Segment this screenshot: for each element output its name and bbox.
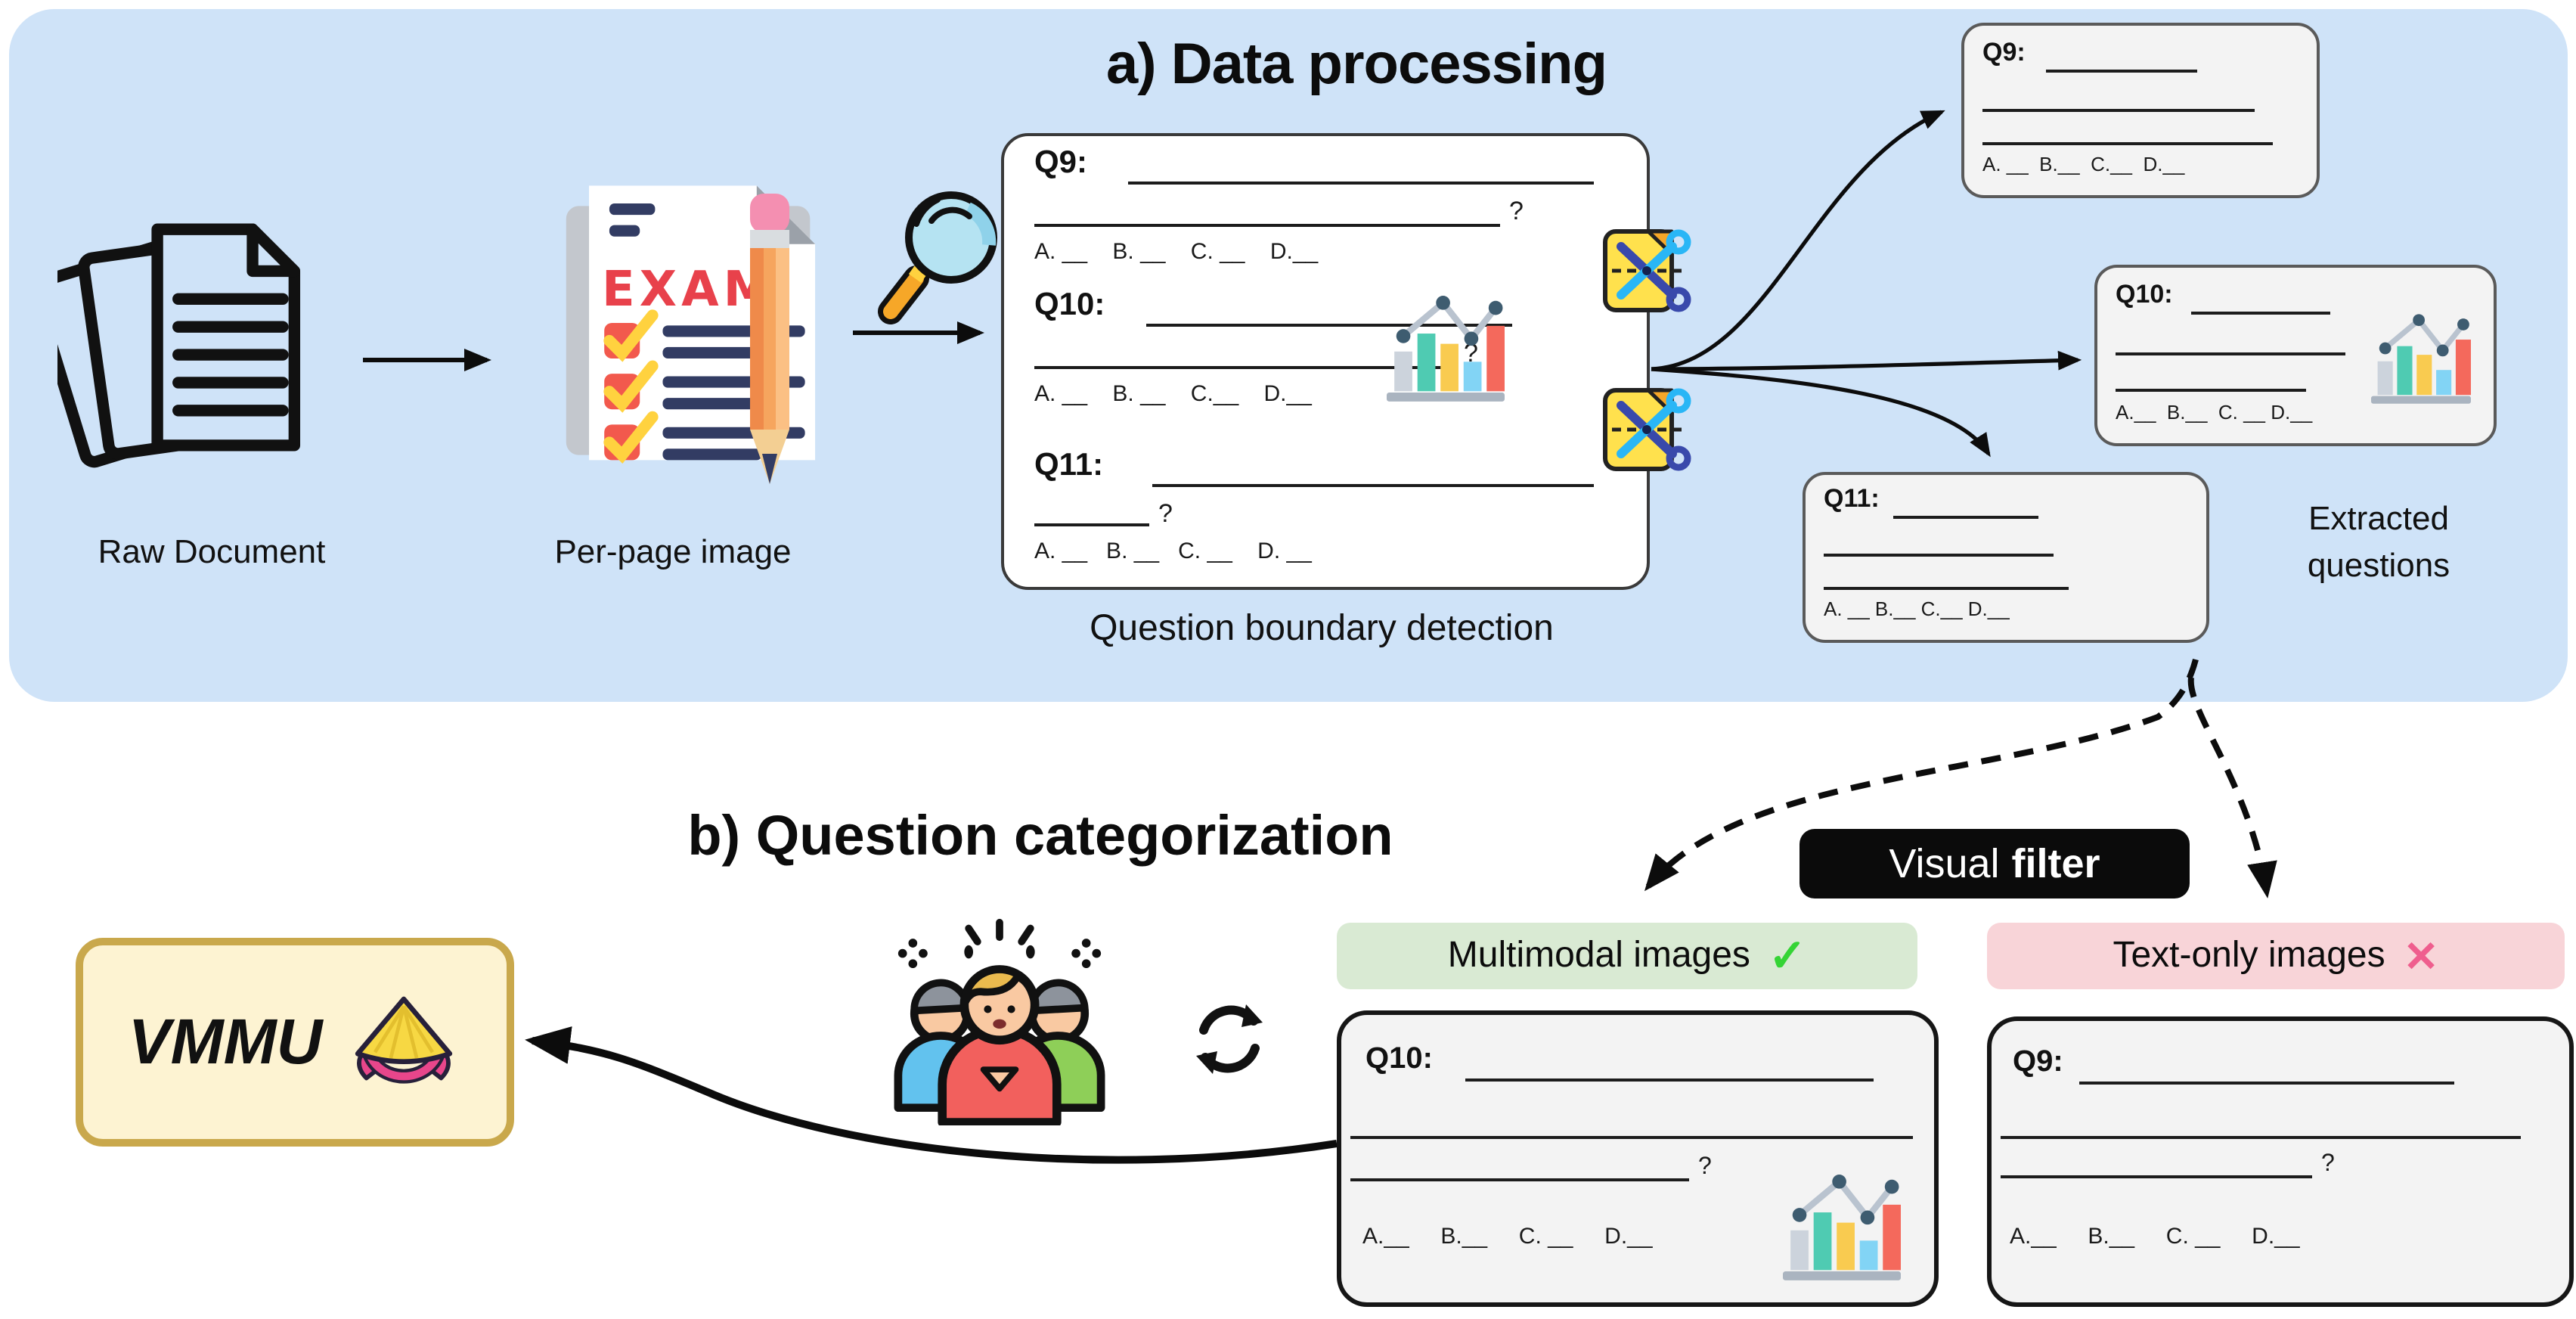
q10-label: Q10: — [1034, 287, 1105, 322]
pencil-icon — [750, 194, 789, 484]
blank-line — [1465, 1078, 1874, 1082]
raw-document-icon — [57, 223, 301, 468]
dashed-arrow-to-textonly — [2187, 677, 2277, 898]
extracted-caption: Extracted questions — [2307, 499, 2450, 584]
arrow-to-q11-extract — [1651, 367, 1991, 458]
cross-icon: ✕ — [2403, 933, 2439, 979]
extracted-q9-label: Q9: — [1982, 38, 2026, 67]
question-mark: ? — [1158, 499, 1173, 528]
question-mark: ? — [2321, 1151, 2335, 1177]
blank-line — [1893, 516, 2038, 519]
magnifier-icon — [878, 191, 997, 324]
extracted-q10-label: Q10: — [2116, 280, 2173, 309]
arrow-to-vmmu — [525, 1026, 1338, 1164]
textonly-q9-box: Q9: ? A.__ B.__ C. __ D.__ — [1987, 1016, 2574, 1307]
raw-document-label: Raw Document — [98, 532, 326, 570]
section-a-title: a) Data processing — [1106, 33, 1607, 97]
extracted-q11-box: Q11: A. __ B.__ C.__ D.__ — [1803, 472, 2209, 643]
q10-options: A. __ B. __ C.__ D.__ — [1034, 381, 1312, 407]
textonly-label: Text-only images — [2113, 935, 2385, 976]
dashed-arrow-to-multimodal — [1644, 658, 2199, 892]
bottom-q10-options: A.__ B.__ C. __ D.__ — [1362, 1224, 1653, 1249]
exam-icon-text: EXAM — [602, 260, 777, 318]
blank-line — [1034, 523, 1149, 526]
check-icon: ✓ — [1768, 931, 1807, 981]
per-page-label: Per-page image — [554, 532, 792, 570]
chart-icon — [1777, 1166, 1907, 1284]
conical-hat-icon — [355, 996, 453, 1084]
blank-line — [1034, 224, 1500, 227]
extracted-q11-label: Q11: — [1824, 484, 1880, 513]
scissors-cut-icon — [1603, 227, 1694, 315]
multimodal-q10-box: Q10: ? A.__ B.__ C. __ D.__ — [1337, 1010, 1939, 1307]
extracted-q10-options: A.__ B.__ C. __ D.__ — [2116, 401, 2313, 424]
q11-options: A. __ B. __ C. __ D. __ — [1034, 538, 1312, 564]
blank-line — [1982, 109, 2255, 112]
vmmu-label: VMMU — [128, 1006, 323, 1077]
extracted-q10-box: Q10: A.__ B.__ C. __ D.__ — [2094, 265, 2497, 446]
question-mark: ? — [1698, 1154, 1712, 1180]
blank-line — [2116, 352, 2345, 355]
blank-line — [2116, 389, 2306, 392]
textonly-header: Text-only images ✕ — [1987, 923, 2565, 989]
blank-line — [1982, 142, 2273, 145]
multimodal-header: Multimodal images ✓ — [1337, 923, 1917, 989]
blank-line — [2191, 312, 2330, 315]
q9-label: Q9: — [1034, 145, 1088, 180]
bottom-q9-options: A.__ B.__ C. __ D.__ — [2010, 1224, 2300, 1249]
blank-line — [2001, 1136, 2521, 1139]
bottom-q10-label: Q10: — [1365, 1042, 1433, 1075]
arrow-to-q9-extract — [1651, 110, 1945, 371]
boundary-caption: Question boundary detection — [1090, 608, 1554, 649]
extracted-q9-options: A. __ B.__ C.__ D.__ — [1982, 153, 2185, 175]
bottom-q9-label: Q9: — [2013, 1045, 2063, 1078]
vmmu-box: VMMU — [76, 938, 514, 1147]
blank-line — [2046, 70, 2197, 73]
blank-line — [1824, 554, 2054, 557]
extracted-q11-options: A. __ B.__ C.__ D.__ — [1824, 597, 2010, 620]
q11-label: Q11: — [1034, 448, 1104, 483]
chart-icon — [1379, 287, 1512, 405]
chart-icon — [2367, 307, 2475, 407]
blank-line — [1146, 324, 1512, 327]
visual-filter-bold: filter — [2011, 840, 2100, 886]
refresh-icon — [1196, 1004, 1263, 1074]
visual-filter-normal: Visual — [1889, 840, 2000, 886]
blank-line — [1824, 587, 2069, 590]
extracted-q9-box: Q9: A. __ B.__ C.__ D.__ — [1961, 23, 2320, 198]
question-mark: ? — [1509, 197, 1524, 225]
blank-line — [1350, 1136, 1913, 1139]
scissors-cut-icon — [1603, 386, 1694, 473]
blank-line — [1350, 1178, 1689, 1181]
blank-line — [2001, 1175, 2312, 1178]
blank-line — [1152, 484, 1594, 487]
q9-options: A. __ B. __ C. __ D.__ — [1034, 239, 1319, 265]
blank-line — [1034, 366, 1455, 369]
section-b-title: b) Question categorization — [687, 805, 1393, 867]
blank-line — [1128, 182, 1594, 185]
annotators-icon — [894, 918, 1105, 1125]
arrow-to-q10-extract — [1651, 350, 2082, 371]
per-page-exam-icon: EXAM — [553, 172, 871, 481]
question-boundary-box — [1001, 133, 1650, 590]
multimodal-label: Multimodal images — [1447, 935, 1750, 976]
question-mark: ? — [1464, 339, 1478, 368]
blank-line — [2079, 1082, 2454, 1085]
